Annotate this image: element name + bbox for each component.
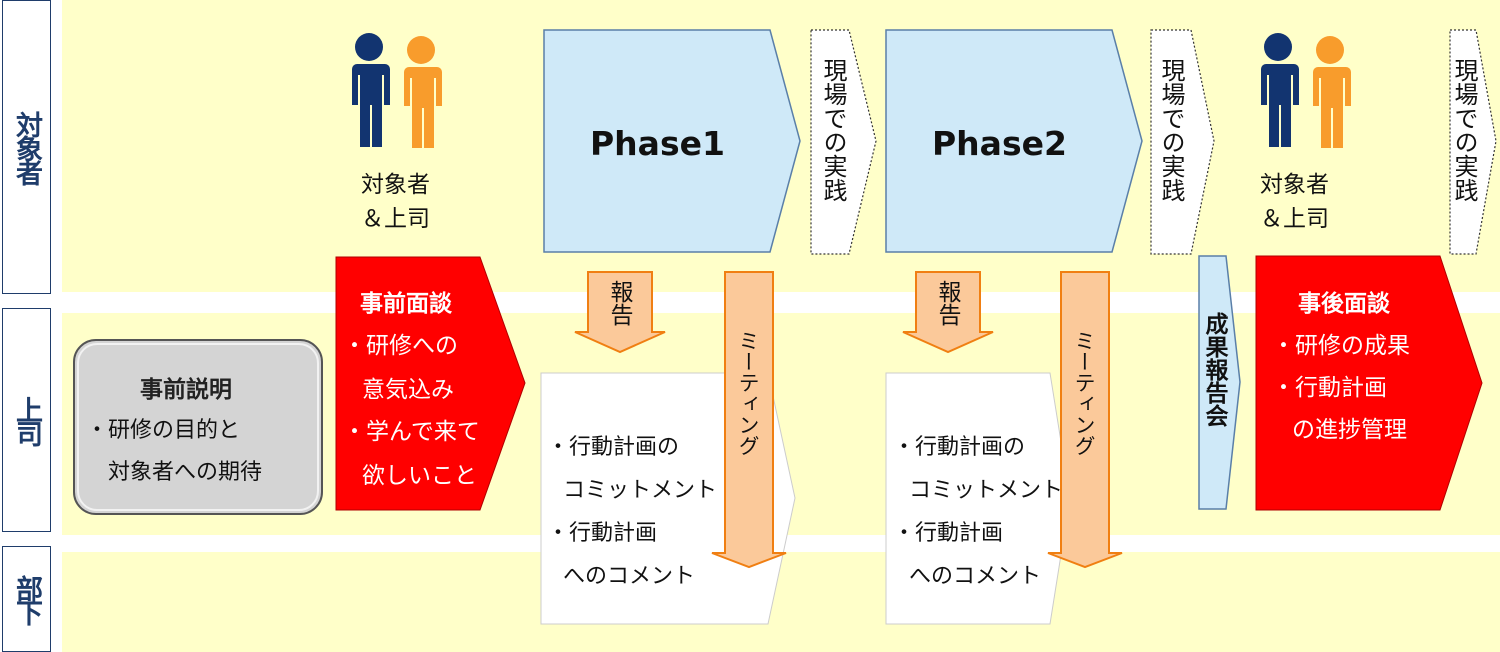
person-navy-icon (352, 33, 390, 147)
pre-interview-line3: ・学んで来て (343, 419, 480, 445)
action-plan-2-line2: コミットメント (909, 478, 1064, 503)
post-interview-line2: ・行動計画 (1272, 375, 1387, 401)
report-arrow-2 (902, 271, 994, 354)
person-orange-icon (404, 36, 442, 148)
results-report-label: 成果報告会 (1201, 312, 1227, 427)
lane-label-target: 対象者 (2, 0, 51, 294)
phase2-arrow (885, 29, 1143, 253)
results-report-arrow (1198, 255, 1241, 510)
field-practice-arrow-2 (1150, 29, 1215, 255)
lane-label-boss-text: 上司 (11, 396, 42, 444)
phase2-title: Phase2 (932, 124, 1067, 163)
field-practice-text-1: 現場での実践 (819, 58, 847, 202)
post-interview-line3: の進捗管理 (1292, 417, 1407, 443)
lane-label-subordinate: 部下 (2, 546, 51, 652)
phase1-title: Phase1 (590, 124, 725, 163)
action-plan-2: ・行動計画の コミットメント ・行動計画 へのコメント (893, 426, 1063, 598)
lane-label-subordinate-text: 部下 (11, 575, 42, 623)
post-interview-arrow (1255, 255, 1483, 511)
action-plan-1-line4: へのコメント (563, 564, 696, 589)
action-plan-box-2 (885, 372, 1071, 625)
pre-interview-line2: 意気込み (362, 377, 454, 403)
field-practice-arrow-1 (810, 29, 877, 255)
report-arrow-1 (574, 271, 666, 354)
people-caption-2-line1: 対象者 (1260, 172, 1329, 198)
pre-explanation-title: 事前説明 (140, 377, 232, 403)
people-caption-1-line1: 対象者 (361, 172, 430, 198)
action-plan-2-line1: ・行動計画の (893, 435, 1026, 460)
meeting-label-2: ミーティング (1072, 330, 1096, 456)
pre-interview-arrow (335, 256, 526, 511)
report-label-1: 報告 (606, 280, 632, 326)
action-plan-1: ・行動計画の コミットメント ・行動計画 へのコメント (547, 426, 717, 598)
action-plan-2-line3: ・行動計画 (893, 521, 1004, 546)
action-plan-1-line2: コミットメント (563, 478, 718, 503)
people-caption-2: 対象者 ＆上司 (1260, 168, 1329, 236)
lane-label-boss: 上司 (2, 308, 51, 532)
people-caption-2-line2: ＆上司 (1260, 206, 1329, 232)
pre-interview-line1: ・研修への (343, 333, 458, 359)
phase1-arrow (543, 29, 801, 253)
field-practice-text-2: 現場での実践 (1157, 58, 1185, 202)
meeting-label-1: ミーティング (736, 330, 760, 456)
field-practice-text-3: 現場での実践 (1450, 58, 1478, 202)
people-caption-1-line2: ＆上司 (361, 206, 430, 232)
person-orange-icon (1313, 36, 1351, 148)
pre-explanation-line2: 対象者への期待 (108, 460, 263, 485)
lane-subordinate-bg (62, 552, 1500, 652)
pre-interview-line4: 欲しいこと (362, 463, 477, 489)
people-caption-1: 対象者 ＆上司 (361, 168, 430, 236)
action-plan-1-line3: ・行動計画 (547, 521, 658, 546)
pre-explanation-line1: ・研修の目的と (86, 418, 241, 443)
person-navy-icon (1261, 33, 1299, 147)
post-interview-title: 事後面談 (1298, 291, 1390, 317)
post-interview-line1: ・研修の成果 (1272, 333, 1410, 359)
pre-explanation-box (73, 339, 323, 515)
meeting-arrow-1 (711, 271, 787, 569)
pre-interview-title: 事前面談 (360, 291, 452, 317)
action-plan-2-line4: へのコメント (909, 564, 1042, 589)
field-practice-arrow-3 (1449, 29, 1497, 255)
meeting-arrow-2 (1047, 271, 1123, 569)
report-label-2: 報告 (934, 280, 960, 326)
lane-label-target-text: 対象者 (11, 111, 42, 183)
action-plan-1-line1: ・行動計画の (547, 435, 680, 460)
